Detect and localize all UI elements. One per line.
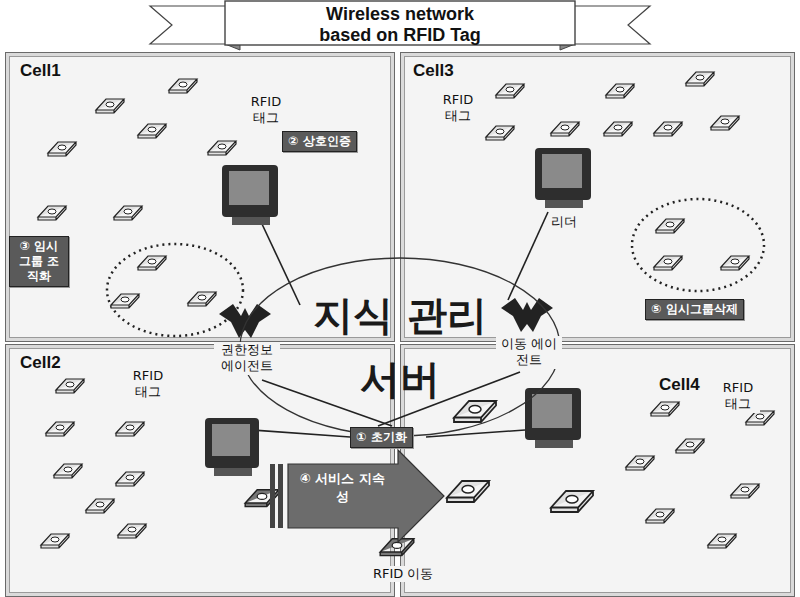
- cell-name: Cell2: [20, 353, 61, 373]
- ribbon-body: [225, 1, 575, 45]
- step-badge: ③ 임시 그룹 조직화: [9, 236, 69, 287]
- step-text: ⑤ 임시그룹삭제: [651, 302, 738, 317]
- step-badge: ② 상호인증: [282, 131, 357, 152]
- step-text: ② 상호인증: [288, 134, 351, 149]
- cell-name: Cell4: [659, 375, 700, 395]
- ribbon-tail: [560, 6, 650, 44]
- ribbon-fold: [225, 44, 240, 50]
- ribbon-fold: [560, 44, 575, 50]
- title-text: Wireless network based on RFID Tag: [300, 4, 500, 45]
- step-badge: ⑤ 임시그룹삭제: [645, 299, 744, 320]
- title-banner: Wireless network based on RFID Tag: [225, 2, 575, 48]
- tag-label: RFID 태그: [716, 380, 760, 413]
- reader-label: 리더: [550, 214, 578, 230]
- arrow-stripe: [278, 464, 283, 528]
- tag-label: RFID 태그: [436, 92, 480, 125]
- agent-label: 권한정보 에이전트: [214, 342, 280, 375]
- arrow-stripe: [270, 464, 275, 528]
- step-badge: ① 초기화: [350, 427, 413, 448]
- step-text: ④ 서비스 지속성: [296, 470, 388, 506]
- agent-label: 이동 에이전트: [496, 336, 562, 369]
- server-name: 지식 관리 서버: [290, 283, 510, 411]
- ribbon-tail: [150, 6, 240, 44]
- moving-tag-label: RFID 이동: [372, 566, 435, 582]
- service-arrow: ④ 서비스 지속성: [268, 448, 446, 544]
- step-text: ③ 임시 그룹 조직화: [15, 239, 63, 284]
- step-text: ① 초기화: [356, 430, 407, 445]
- title-ribbon: [150, 1, 650, 50]
- tag-label: RFID 태그: [126, 368, 170, 401]
- cell-name: Cell3: [413, 61, 454, 81]
- arrow-body: [288, 450, 444, 542]
- tag-label: RFID 태그: [244, 94, 288, 127]
- arrow-shape: [268, 448, 446, 544]
- cell-name: Cell1: [20, 61, 61, 81]
